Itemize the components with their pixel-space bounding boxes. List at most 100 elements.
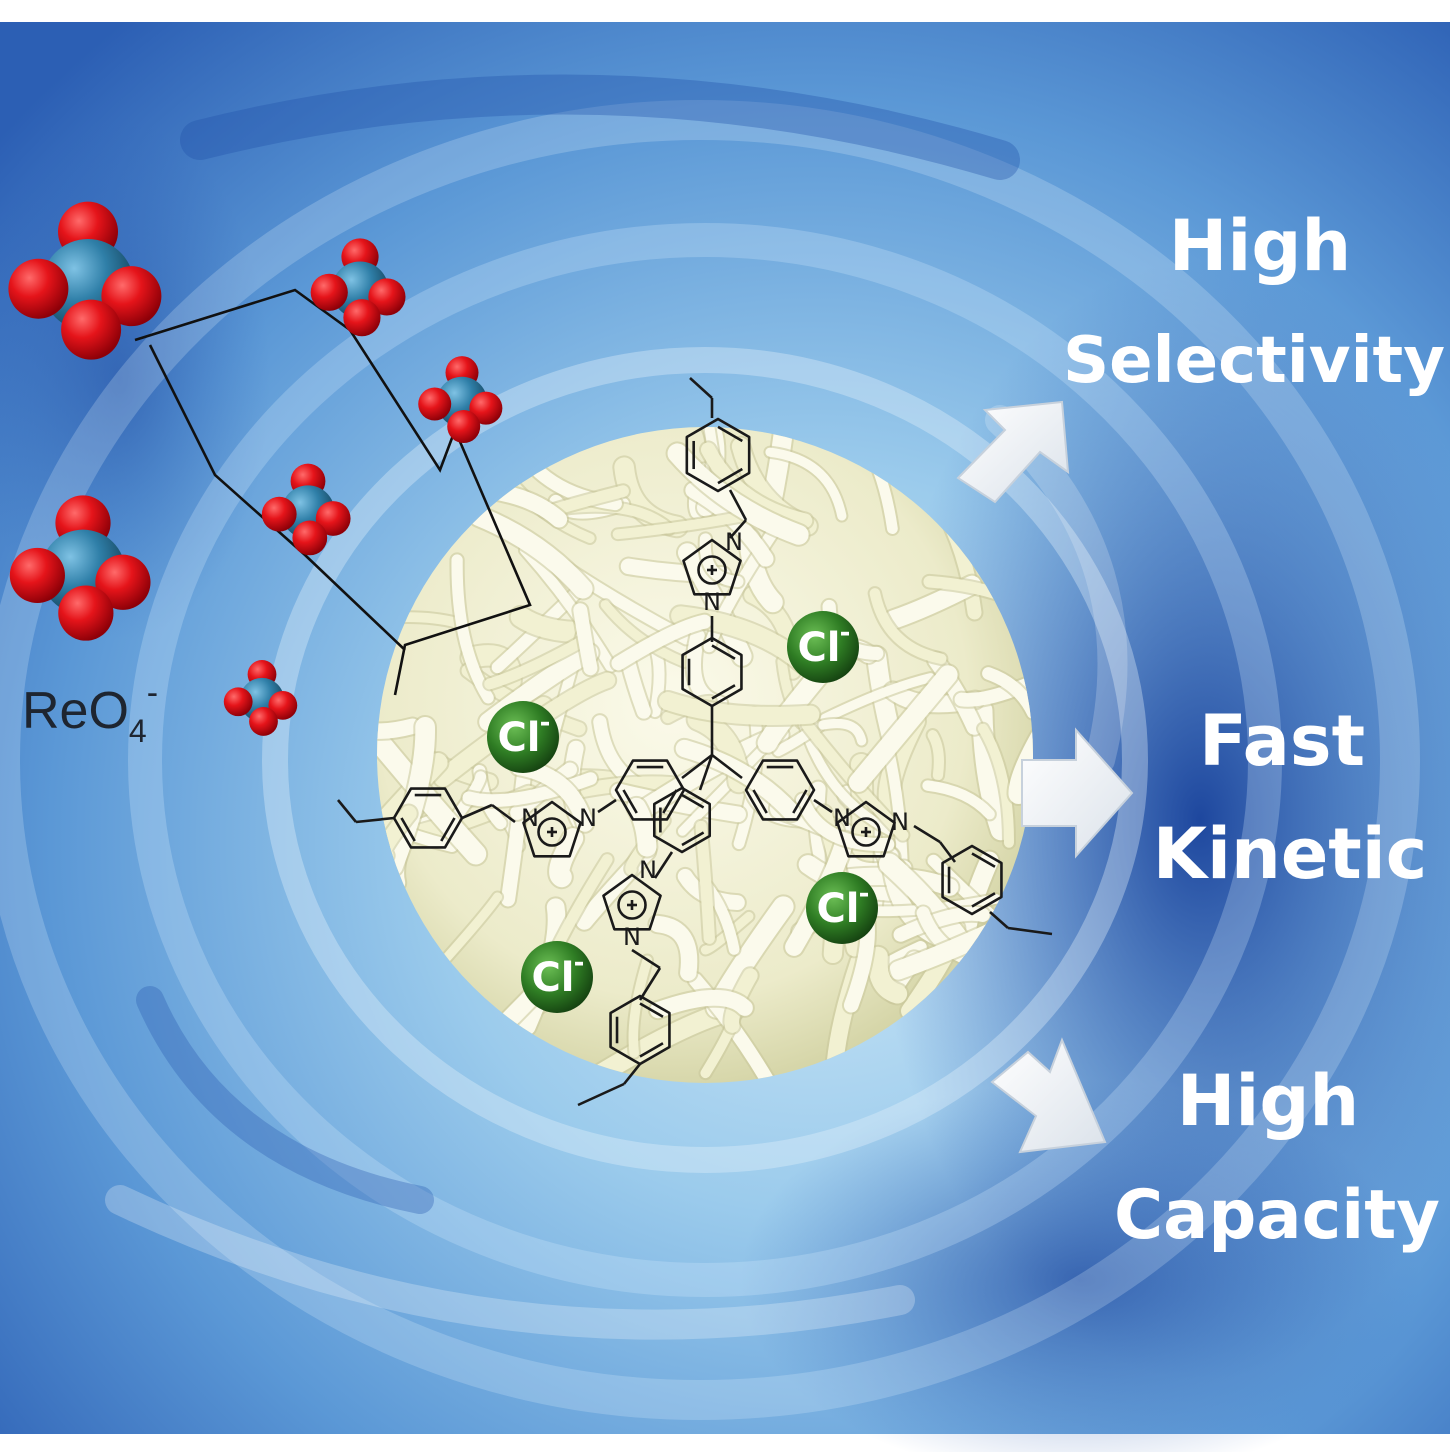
bond: [1007, 926, 1053, 936]
polymer-fiber: [868, 946, 908, 1004]
oxygen-atom: [315, 501, 351, 536]
bond: [597, 798, 617, 814]
polymer-fiber: [649, 915, 698, 981]
benzene-ring: [941, 844, 1003, 916]
bond: [622, 789, 638, 814]
perrhenate-label: ReO4-: [22, 674, 158, 749]
benefit-line: Kinetic: [1153, 813, 1428, 895]
polymer-fiber: [695, 820, 715, 944]
oxygen-atom: [261, 496, 297, 532]
polymer-fiber: [627, 797, 657, 857]
nitrogen-atom-label: N: [891, 808, 909, 836]
chloride-symbol: Cl: [797, 625, 840, 671]
perrhenate-ion: [8, 201, 162, 360]
imidazolium-ring: [682, 538, 742, 596]
oxygen-atom: [368, 278, 406, 316]
chloride-sphere: [487, 701, 559, 773]
perrhenate-ion: [9, 495, 151, 641]
imidazolium-charge-ring: [851, 817, 881, 847]
oxygen-atom: [447, 410, 481, 444]
bond: [639, 1042, 664, 1058]
water-ripples: [0, 74, 1420, 1420]
bond: [698, 754, 714, 791]
chloride-sphere: [787, 611, 859, 683]
benefit-line: Fast: [1199, 700, 1365, 782]
nitrogen-atom-label: N: [725, 528, 743, 556]
imidazolium-charge-ring: [617, 890, 647, 920]
bond: [622, 1063, 642, 1085]
polymer-fiber: [818, 718, 867, 746]
bond: [689, 377, 713, 399]
perrhenate-ions: [8, 201, 503, 736]
polymer-fiber: [677, 543, 752, 666]
chloride-symbol: Cl: [497, 715, 540, 761]
oxygen-atom: [469, 391, 503, 425]
benzene-ring: [744, 759, 816, 821]
benzene-ring: [652, 786, 712, 854]
bond: [717, 425, 743, 443]
nitrogen-atom-label: N: [703, 588, 721, 616]
polymer-fiber: [628, 955, 653, 1058]
nitrogen-atom-label: N: [623, 923, 641, 951]
benefit-line: Capacity: [1114, 1176, 1440, 1255]
chloride-ion: Cl-: [806, 872, 878, 944]
polymer-fiber: [869, 588, 947, 665]
bond: [577, 1082, 625, 1107]
polymer-fiber: [519, 544, 616, 672]
benefit-fast-kinetic: Fast Kinetic: [1153, 700, 1428, 895]
bond: [971, 892, 996, 908]
oxygen-atom: [223, 687, 253, 717]
bond: [681, 793, 705, 809]
chloride-ion: Cl-: [521, 941, 593, 1013]
perrhenate-ion: [310, 238, 406, 337]
bond: [711, 684, 736, 700]
polymer-fiber: [510, 606, 585, 642]
benefit-line: High: [1169, 205, 1352, 287]
oxygen-atom: [418, 387, 452, 421]
bond: [681, 831, 705, 847]
bond: [971, 852, 996, 868]
chloride-charge: -: [540, 708, 551, 738]
oxygen-atom: [61, 299, 122, 360]
perrhenate-ion: [261, 463, 351, 556]
polymer-fiber: [700, 442, 813, 528]
polymer-fiber: [469, 506, 593, 599]
bond: [653, 851, 674, 879]
imidazolium-charge-ring: [537, 817, 567, 847]
bond: [813, 798, 833, 814]
polymer-fiber: [549, 828, 584, 888]
bond: [491, 803, 516, 824]
bond: [711, 644, 736, 660]
bond: [728, 489, 748, 521]
nitrogen-atom-label: N: [521, 804, 539, 832]
polymer-fiber: [922, 780, 995, 820]
benefit-line: Selectivity: [1063, 324, 1445, 398]
imidazolium-ring: [522, 800, 582, 858]
arrow-capacity: [990, 1037, 1107, 1154]
imidazolium-charge-ring: [697, 555, 727, 585]
bond: [752, 789, 768, 814]
bond: [792, 789, 808, 814]
benefit-high-capacity: High Capacity: [1114, 1060, 1440, 1255]
chloride-charge: -: [859, 879, 870, 909]
polymer-fiber: [675, 739, 801, 821]
chloride-ion: Cl-: [487, 701, 559, 773]
polymer-fiber: [848, 665, 958, 792]
oxygen-atom: [101, 266, 162, 327]
bond: [631, 948, 661, 970]
polymer-fiber: [451, 554, 494, 704]
chloride-symbol: Cl: [816, 886, 859, 932]
dark-swirl: [740, 1080, 1420, 1452]
polymer-fiber: [484, 635, 589, 690]
bond: [461, 803, 493, 820]
nitrogen-atom-label: N: [639, 856, 657, 884]
oxygen-atom: [58, 585, 114, 641]
benefit-high-selectivity: High Selectivity: [1063, 205, 1445, 398]
chloride-symbol: Cl: [531, 955, 574, 1001]
chloride-charge: -: [574, 948, 585, 978]
benzene-ring: [685, 417, 751, 493]
arrow-kinetic: [1021, 727, 1134, 859]
oxygen-atom: [343, 299, 381, 337]
polymer-fiber: [978, 723, 1014, 848]
